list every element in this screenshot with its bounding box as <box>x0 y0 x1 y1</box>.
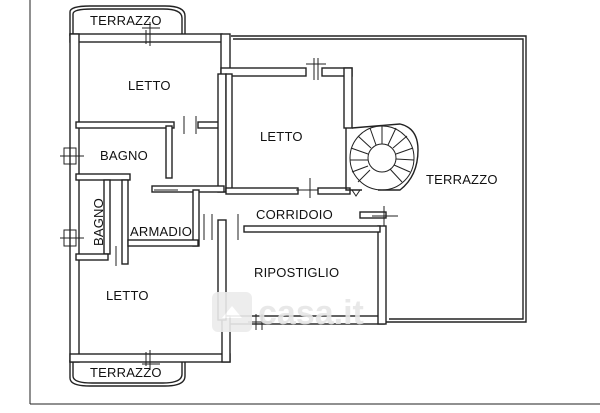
window-bottom-terrace <box>142 350 160 370</box>
casa-watermark: casa.it <box>212 292 364 332</box>
window-bagno-left <box>60 147 84 165</box>
window-top-terrace <box>142 22 160 46</box>
window-bagno-vertical <box>60 229 84 247</box>
label-terrazzo-bottom: TERRAZZO <box>90 365 162 380</box>
label-corridoio: CORRIDOIO <box>256 207 333 222</box>
door-markers <box>115 116 318 266</box>
label-ripostiglio: RIPOSTIGLIO <box>254 265 339 280</box>
label-terrazzo-top: TERRAZZO <box>90 13 162 28</box>
terrace-right-outline <box>231 35 527 323</box>
label-letto-center: LETTO <box>260 129 303 144</box>
terrace-top <box>69 5 186 36</box>
window-corridor-right <box>372 206 398 226</box>
label-terrazzo-right: TERRAZZO <box>426 172 498 187</box>
label-letto-bottom: LETTO <box>106 288 149 303</box>
window-letto-center <box>306 58 326 80</box>
watermark-text: casa.it <box>258 294 364 332</box>
terrace-bottom <box>69 360 186 387</box>
label-bagno-left: BAGNO <box>100 148 148 163</box>
interior-walls <box>75 73 387 321</box>
spiral-staircase-icon <box>345 123 419 197</box>
casa-logo-icon <box>212 292 252 332</box>
label-armadio: ARMADIO <box>130 224 192 239</box>
label-bagno-vertical: BAGNO <box>91 198 106 246</box>
label-letto-top-left: LETTO <box>128 78 171 93</box>
